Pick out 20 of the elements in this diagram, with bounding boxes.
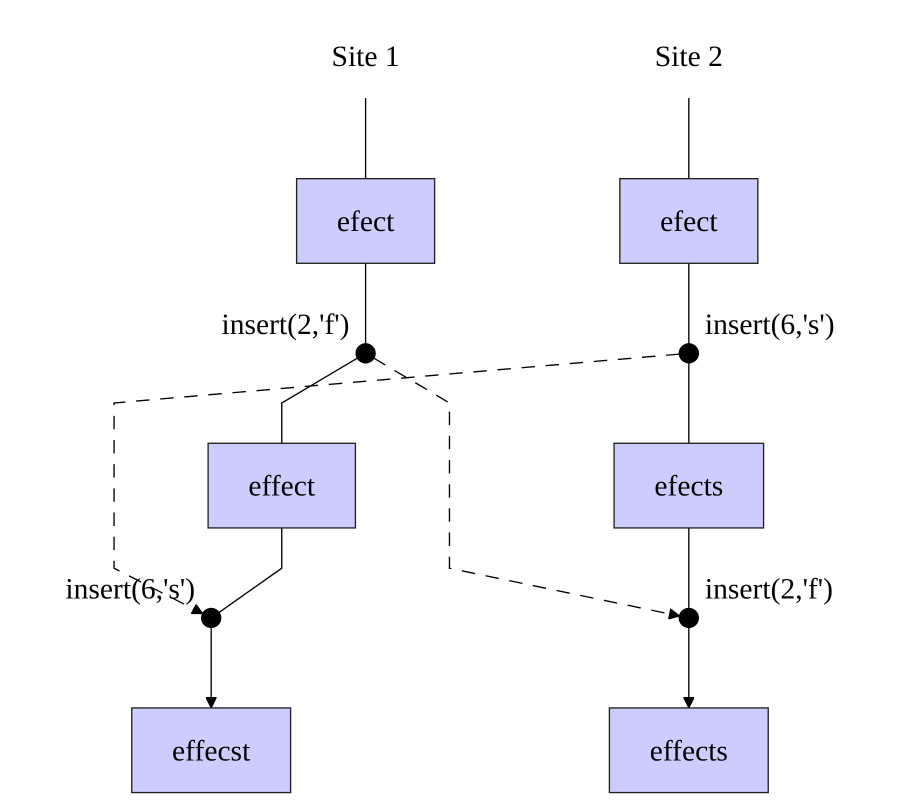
state-box: effects	[608, 707, 769, 794]
arrow	[113, 353, 680, 614]
state-box: effect	[207, 442, 356, 529]
operation-label: insert(2,'f')	[704, 574, 833, 606]
site-label: Site 1	[332, 38, 400, 73]
arrow	[205, 627, 218, 708]
operation-label: insert(2,'f')	[222, 309, 350, 342]
state-box: efects	[613, 442, 764, 529]
event-dot	[356, 343, 376, 364]
arrow	[682, 627, 695, 708]
event-dot	[678, 343, 699, 364]
operation-label: insert(6,'s')	[65, 574, 196, 606]
arrow	[373, 358, 680, 620]
state-box: effecst	[131, 707, 292, 794]
state-box: efect	[296, 178, 436, 264]
state-box: efect	[619, 178, 758, 264]
operation-label: insert(6,'s')	[704, 309, 835, 342]
event-dot	[201, 608, 222, 628]
event-dot	[678, 608, 699, 628]
site-label: Site 2	[654, 38, 723, 73]
